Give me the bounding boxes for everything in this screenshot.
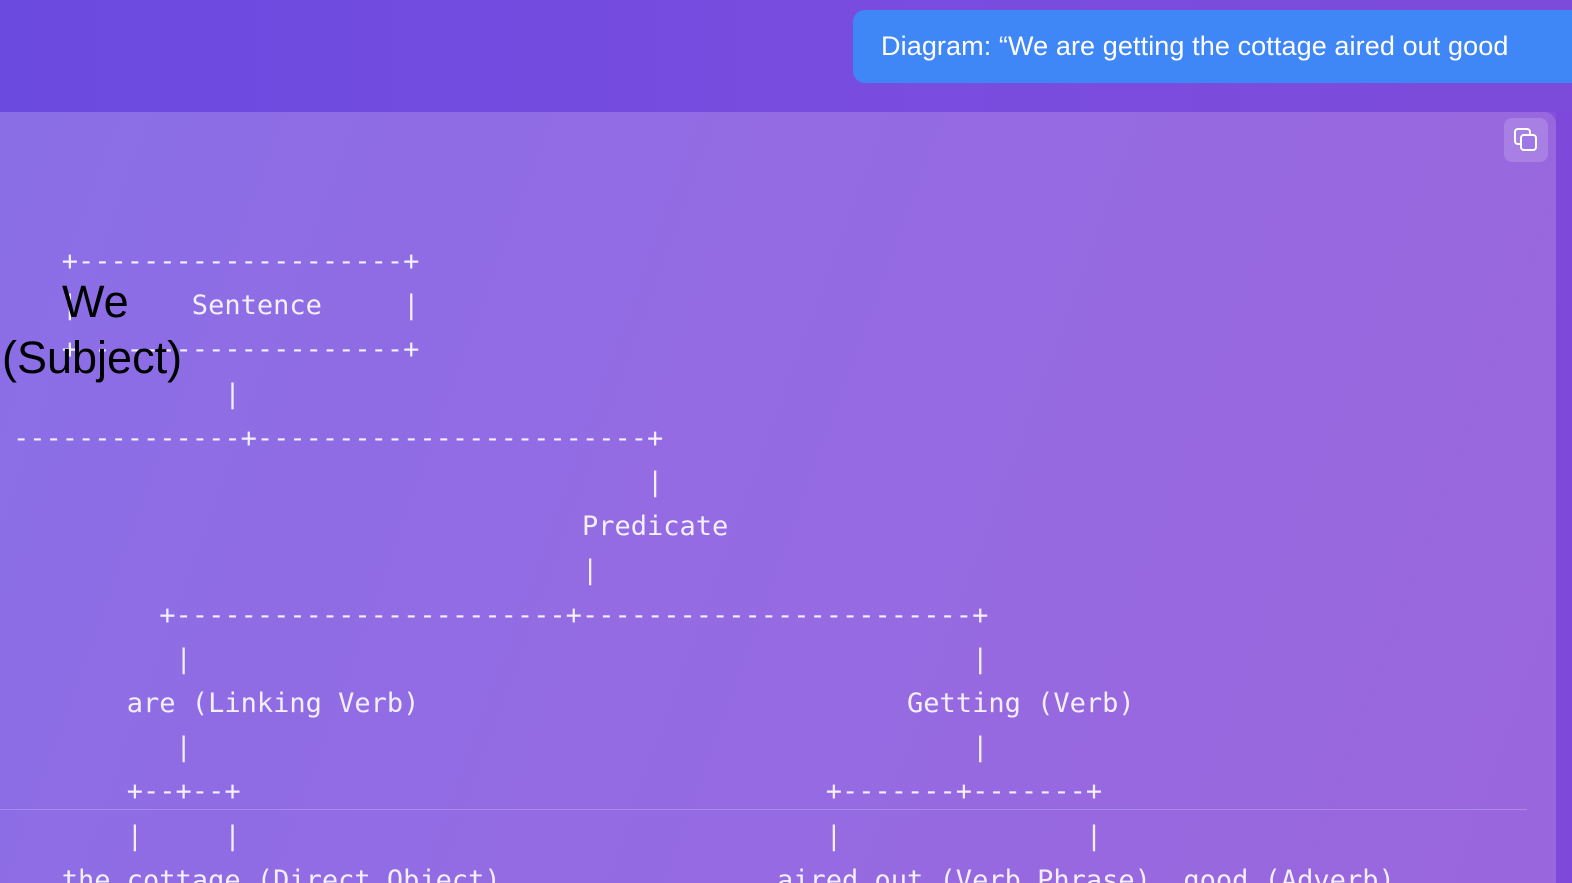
diagram-line: --------------+------------------------+ [13, 422, 664, 454]
code-block: +--------------------+ | Sentence | +---… [0, 112, 1556, 883]
subject-role-label: (Subject) [2, 332, 183, 383]
diagram-line: | | [13, 732, 989, 764]
diagram-line: +------------------------+--------------… [13, 599, 989, 631]
diagram-line: | [13, 467, 664, 499]
diagram-line: | Sentence | [13, 290, 420, 322]
diagram-line: +--------------------+ [13, 334, 420, 366]
copy-button[interactable] [1504, 118, 1548, 162]
ascii-diagram: +--------------------+ | Sentence | +---… [13, 240, 1395, 883]
diagram-line: | [13, 378, 241, 410]
diagram-line: +--+--+ +-------+-------+ [13, 776, 1103, 808]
scroll-edge [1556, 112, 1572, 883]
diagram-line: | | [13, 643, 989, 675]
user-message-text: Diagram: “We are getting the cottage air… [881, 31, 1509, 61]
diagram-line: | | | | [13, 820, 1103, 852]
subject-word-label: We [62, 276, 129, 327]
code-block-divider [0, 809, 1527, 810]
diagram-line: Predicate [13, 511, 729, 543]
diagram-line: +--------------------+ [13, 246, 420, 277]
diagram-line: the cottage (Direct Object) aired out (V… [13, 864, 1395, 883]
copy-icon [1514, 128, 1537, 151]
diagram-line: | [13, 555, 599, 587]
user-message-bubble[interactable]: Diagram: “We are getting the cottage air… [853, 10, 1572, 83]
diagram-line: are (Linking Verb) Getting (Verb) [13, 688, 1135, 720]
